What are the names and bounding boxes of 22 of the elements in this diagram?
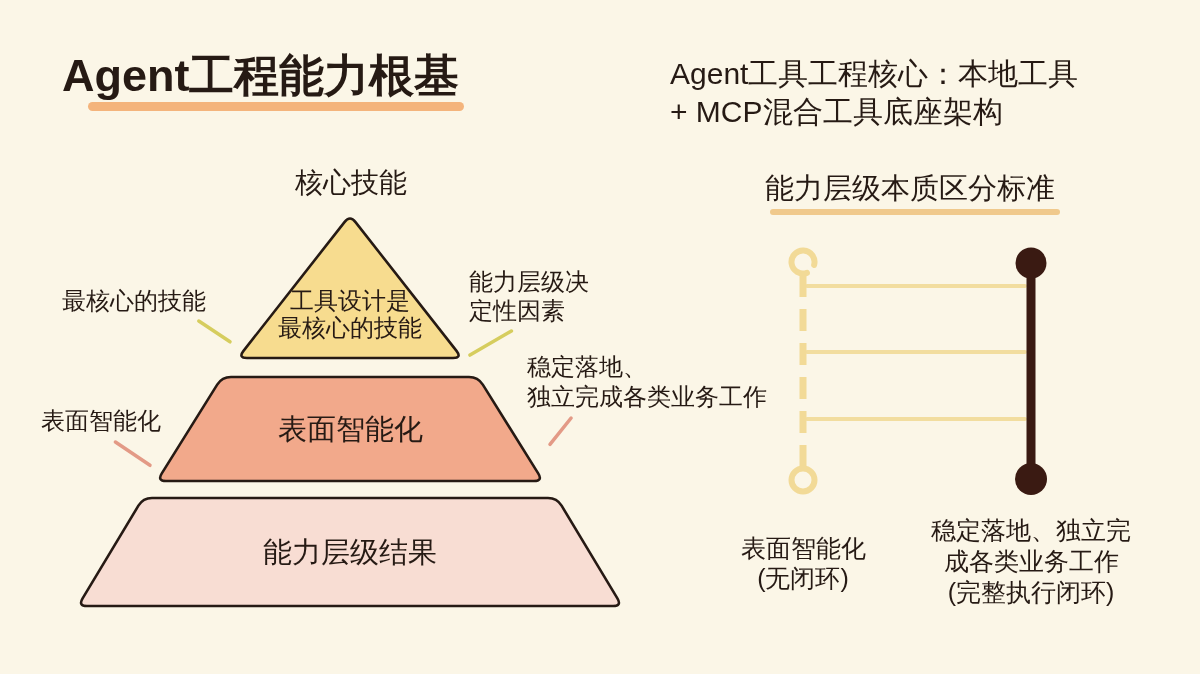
section-heading: 能力层级本质区分标准 bbox=[765, 171, 1055, 206]
dashed-rail bbox=[788, 247, 818, 495]
rail-caption: 稳定落地、独立完成各类业务工作(完整执行闭环) bbox=[930, 515, 1132, 608]
tier-heading: 核心技能 bbox=[294, 166, 408, 200]
callout-text: 稳定落地、独立完成各类业务工作 bbox=[527, 352, 772, 412]
callout-text: 表面智能化 bbox=[41, 406, 161, 436]
leader-line bbox=[468, 329, 514, 357]
leader-line bbox=[548, 416, 573, 447]
ladder-rung bbox=[805, 417, 1027, 422]
ladder-rung bbox=[805, 283, 1027, 288]
tier-label: 能力层级结果 bbox=[263, 535, 437, 570]
leader-line bbox=[197, 319, 232, 344]
ladder-rung bbox=[805, 349, 1027, 354]
callout-text: 能力层级决定性因素 bbox=[469, 267, 594, 325]
solid-rail bbox=[1015, 247, 1047, 495]
callout-text: 最核心的技能 bbox=[62, 287, 206, 315]
tier-label: 表面智能化 bbox=[277, 412, 423, 447]
leader-line bbox=[113, 440, 152, 468]
rail-caption: 表面智能化(无闭环) bbox=[739, 533, 867, 593]
subtitle: Agent工具工程核心：本地工具 + MCP混合工具底座架构 bbox=[670, 56, 1080, 130]
tier-label: 工具设计是最核心的技能 bbox=[277, 287, 423, 341]
title: Agent工程能力根基 bbox=[62, 49, 460, 103]
